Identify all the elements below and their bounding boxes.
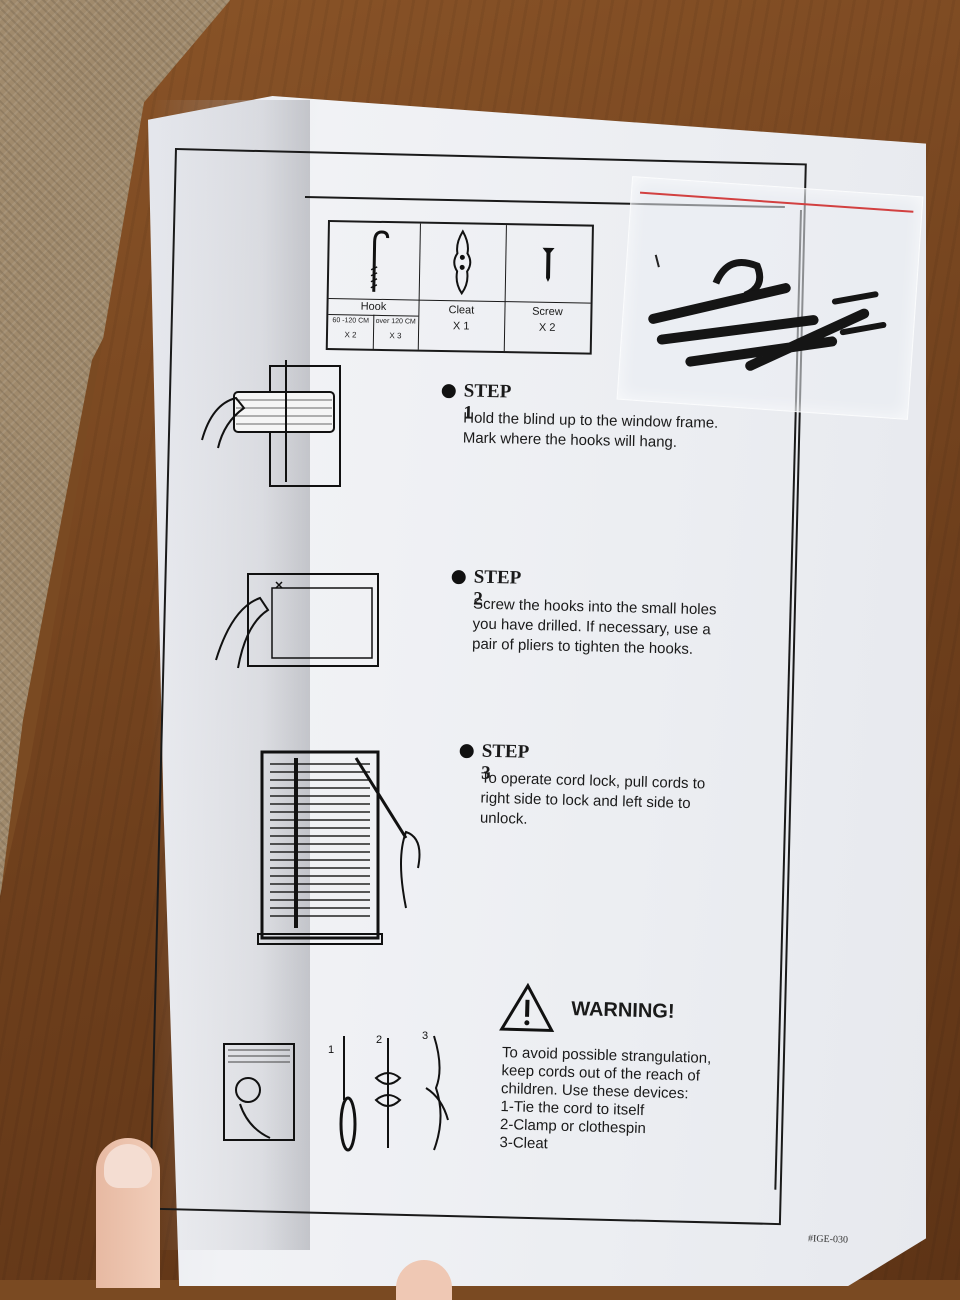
cleat-name: Cleat [448,304,475,317]
parts-table: Hook 60 -120 CM X 2 over 120 CM X 3 Clea… [325,220,594,355]
screw-qty: X 2 [538,321,556,334]
parts-cleat-column: Cleat X 1 [417,223,507,352]
hardware-parts-illustration [648,254,887,371]
step3-illustration [257,750,421,945]
hook-option-long-range: over 120 CM [375,317,416,326]
warning-illustration [223,1035,449,1152]
parts-hook-column: Hook 60 -120 CM X 2 over 120 CM X 3 [327,222,421,351]
hardware-bag [616,176,924,420]
device-number-2: 2 [376,1034,383,1046]
hook-option-short-qty: X 2 [344,330,357,340]
step1-illustration [201,360,341,487]
step-1-text: Hold the blind up to the window frame. M… [462,409,719,451]
hook-option-long: over 120 CM X 3 [372,314,419,351]
hook-option-short: 60 -120 CM X 2 [327,314,375,350]
warning-title: WARNING! [570,998,675,1023]
cleat-illustration [418,223,506,303]
thumbnail [104,1144,152,1188]
device-number-3: 3 [422,1030,429,1042]
parts-screw-column: Screw X 2 [504,225,592,352]
warning-text: To avoid possible strangulation, keep co… [499,1044,712,1153]
step-3-text: To operate cord lock, pull cords to righ… [479,769,706,828]
hook-name: Hook [360,300,387,314]
hook-option-short-range: 60 -120 CM [332,317,370,325]
hook-illustration [328,222,420,301]
device-number-1: 1 [328,1044,335,1056]
warning-triangle-icon [499,982,555,1033]
document-code: #IGE-030 [807,1233,849,1246]
step-2-text: Screw the hooks into the small holes you… [471,595,717,658]
screw-illustration [504,225,592,304]
screw-name: Screw [532,305,563,319]
step2-illustration [215,573,379,669]
cleat-qty: X 1 [452,320,470,333]
hook-option-long-qty: X 3 [389,331,402,341]
